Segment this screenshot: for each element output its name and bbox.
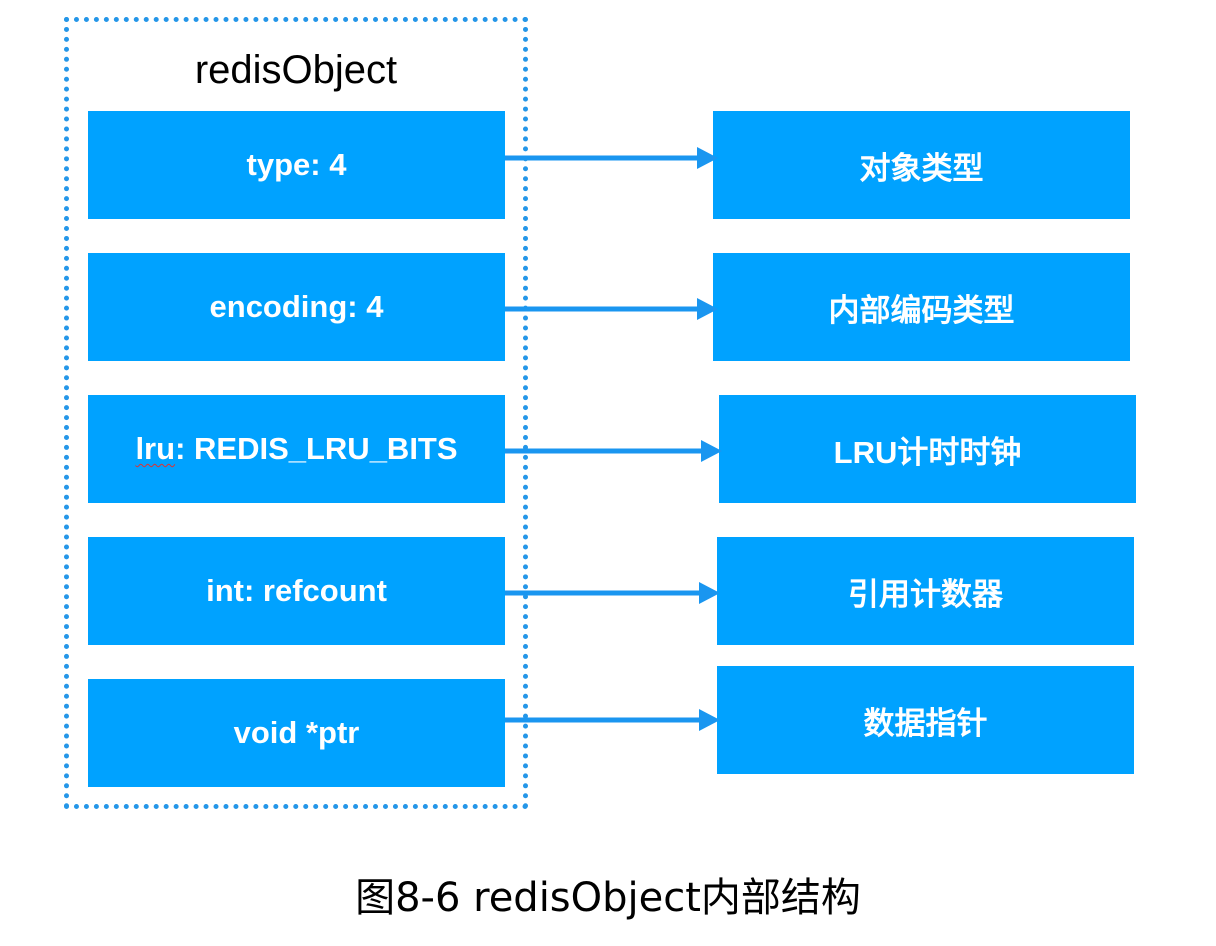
target-lru-clock-label: LRU计时时钟 (833, 434, 1022, 470)
target-refcount-label: 引用计数器 (848, 576, 1003, 612)
field-type-box: type: 4 (88, 111, 505, 219)
target-object-type-label: 对象类型 (859, 150, 984, 186)
target-encoding-type-label: 内部编码类型 (828, 292, 1015, 328)
redisobject-container (64, 17, 528, 809)
target-object-type-box: 对象类型 (713, 111, 1130, 219)
field-refcount-label: int: refcount (206, 573, 387, 608)
field-lru-prefix: lru (135, 431, 176, 466)
field-lru-label: lru: REDIS_LRU_BITS (135, 431, 457, 467)
target-refcount-box: 引用计数器 (717, 537, 1134, 645)
container-title: redisObject (194, 48, 398, 92)
target-lru-clock-box: LRU计时时钟 (719, 395, 1136, 503)
field-encoding-box: encoding: 4 (88, 253, 505, 361)
figure-caption: 图8-6 redisObject内部结构 (355, 875, 861, 921)
field-lru-suffix: : REDIS_LRU_BITS (175, 431, 458, 466)
field-ptr-box: void *ptr (88, 679, 505, 787)
field-lru-box: lru: REDIS_LRU_BITS (88, 395, 505, 503)
field-encoding-label: encoding: 4 (209, 289, 384, 324)
field-ptr-label: void *ptr (233, 715, 360, 750)
target-data-pointer-label: 数据指针 (863, 705, 988, 741)
field-type-label: type: 4 (246, 147, 347, 182)
field-refcount-box: int: refcount (88, 537, 505, 645)
target-encoding-type-box: 内部编码类型 (713, 253, 1130, 361)
target-data-pointer-box: 数据指针 (717, 666, 1134, 774)
